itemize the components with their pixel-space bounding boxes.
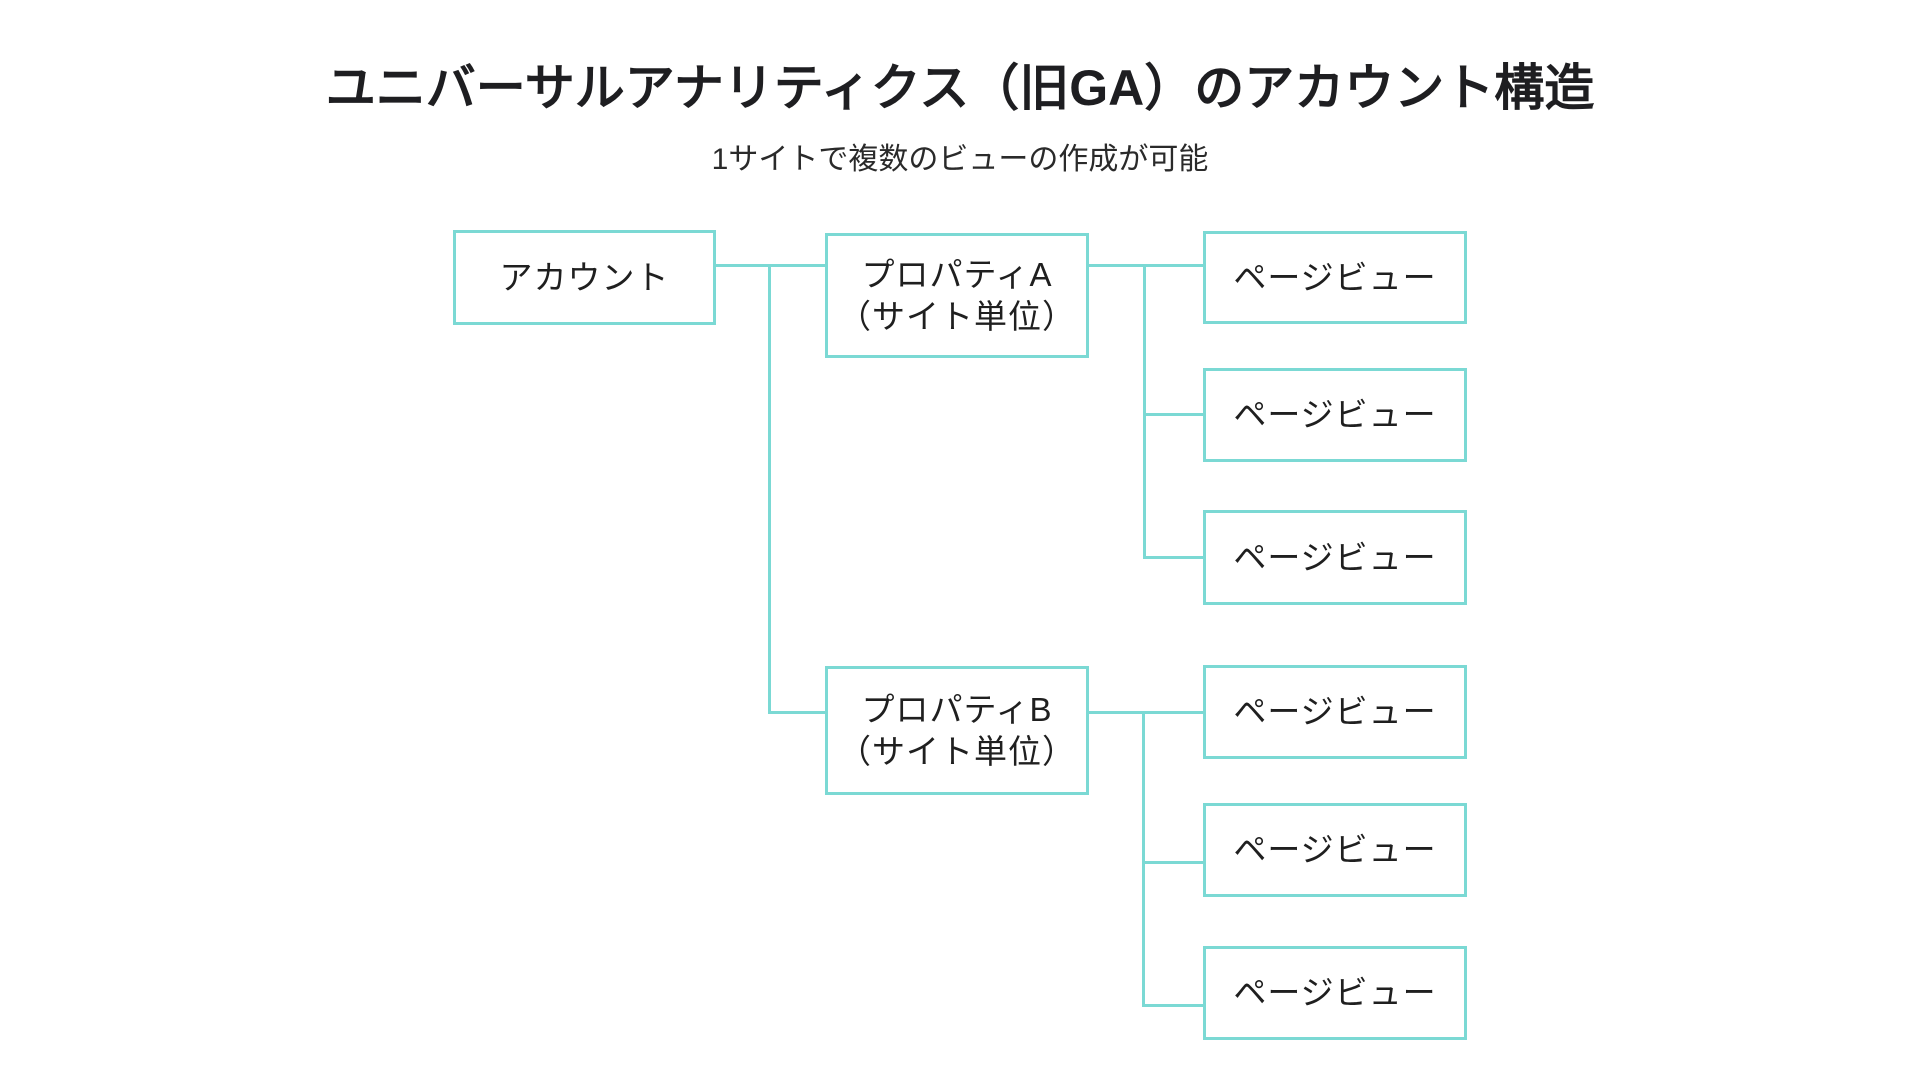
node-pageview: ページビュー [1203, 803, 1467, 897]
connector-property-b-trunk [1142, 711, 1145, 1007]
node-property-b-sublabel: （サイト単位） [838, 732, 1076, 770]
node-pageview-label: ページビュー [1233, 396, 1437, 433]
node-pageview-label: ページビュー [1233, 831, 1437, 868]
connector-pageview-a3-in [1143, 556, 1203, 559]
connector-pageview-b3-in [1142, 1004, 1203, 1007]
node-pageview: ページビュー [1203, 231, 1467, 324]
node-pageview: ページビュー [1203, 946, 1467, 1040]
node-property-a-sublabel: （サイト単位） [838, 297, 1076, 335]
page-title: ユニバーサルアナリティクス（旧GA）のアカウント構造 [325, 60, 1595, 116]
node-pageview-label: ページビュー [1233, 258, 1437, 296]
connector-property-b-out [1089, 711, 1203, 714]
connector-property-a-out [1089, 264, 1203, 267]
node-property-a: プロパティA （サイト単位） [825, 233, 1089, 358]
node-pageview-label: ページビュー [1233, 974, 1437, 1011]
node-account-label: アカウント [499, 258, 670, 296]
node-pageview: ページビュー [1203, 510, 1467, 605]
connector-pageview-a2-in [1143, 413, 1203, 416]
connector-pageview-b2-in [1142, 861, 1203, 864]
node-pageview: ページビュー [1203, 368, 1467, 462]
node-pageview-label: ページビュー [1233, 538, 1437, 576]
node-property-a-label: プロパティA [861, 255, 1053, 293]
connector-account-trunk [768, 264, 771, 714]
node-pageview: ページビュー [1203, 665, 1467, 759]
connector-property-b-in [768, 711, 825, 714]
node-property-b-label: プロパティB [861, 690, 1053, 728]
connector-property-a-trunk [1143, 264, 1146, 559]
page-subtitle: 1サイトで複数のビューの作成が可能 [711, 143, 1209, 176]
node-pageview-label: ページビュー [1233, 693, 1437, 730]
node-account: アカウント [453, 230, 716, 325]
node-property-b: プロパティB （サイト単位） [825, 666, 1089, 795]
